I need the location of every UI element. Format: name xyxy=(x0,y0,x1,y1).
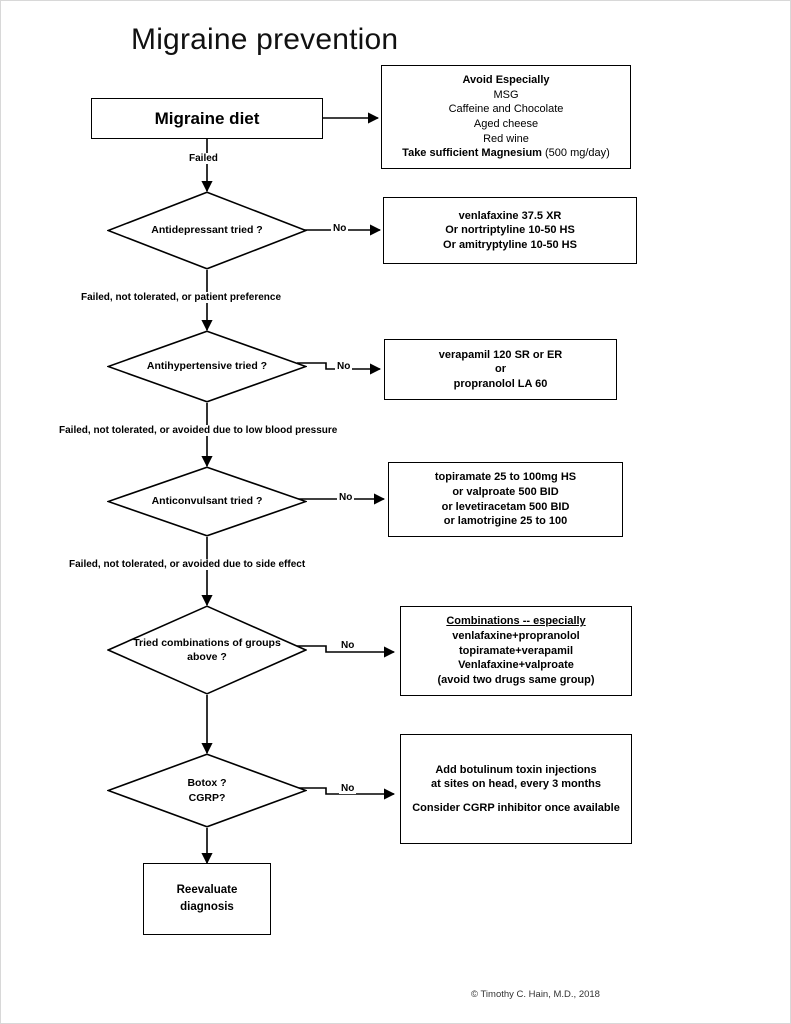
panel-line-magnesium-dose: (500 mg/day) xyxy=(541,147,610,160)
panel-line: Or nortriptyline 10-50 HS xyxy=(445,224,575,237)
panel-combination-drugs: Combinations -- especially venlafaxine+p… xyxy=(400,606,632,696)
edge-label-after-diet: Failed xyxy=(187,153,220,164)
panel-line: at sites on head, every 3 months xyxy=(431,778,601,791)
panel-line: Add botulinum toxin injections xyxy=(435,763,597,776)
panel-line: venlafaxine+propranolol xyxy=(452,630,580,643)
panel-line: Caffeine and Chocolate xyxy=(448,103,564,116)
panel-diet-advice: Avoid Especially MSG Caffeine and Chocol… xyxy=(381,65,631,169)
decision-anticonvulsant[interactable]: Anticonvulsant tried ? xyxy=(107,466,307,537)
panel-line: Consider CGRP inhibitor once available xyxy=(412,801,620,814)
panel-line-magnesium: Take sufficient Magnesium (500 mg/day) xyxy=(382,146,630,161)
copyright-notice: © Timothy C. Hain, M.D., 2018 xyxy=(471,989,600,1000)
panel-line: propranolol LA 60 xyxy=(453,377,548,390)
panel-line: Aged cheese xyxy=(473,118,539,130)
page-title: Migraine prevention xyxy=(131,23,399,56)
panel-line: Red wine xyxy=(483,132,529,145)
branch-label-no-botox: No xyxy=(339,783,357,794)
branch-label-no-anticonvulsant: No xyxy=(337,492,355,503)
panel-line: Avoid Especially xyxy=(462,74,550,87)
edge-label-after-antidepressant: Failed, not tolerated, or patient prefer… xyxy=(79,292,284,303)
panel-line: topiramate+verapamil xyxy=(458,644,574,657)
panel-line: MSG xyxy=(493,88,519,101)
panel-line-magnesium-bold: Take sufficient Magnesium xyxy=(402,147,542,160)
branch-label-no-combinations: No xyxy=(339,640,357,651)
panel-line: venlafaxine 37.5 XR xyxy=(458,209,562,222)
decision-botox-cgrp[interactable]: Botox ? CGRP? xyxy=(107,753,307,828)
decision-combinations[interactable]: Tried combinations of groups above ? xyxy=(107,605,307,695)
edge-label-after-antihypertensive: Failed, not tolerated, or avoided due to… xyxy=(57,425,340,436)
edge-label-after-anticonvulsant: Failed, not tolerated, or avoided due to… xyxy=(67,559,308,570)
panel-line: topiramate 25 to 100mg HS xyxy=(434,471,577,484)
panel-line: Venlafaxine+valproate xyxy=(458,659,574,672)
decision-antihypertensive[interactable]: Antihypertensive tried ? xyxy=(107,330,307,403)
start-node-label: Migraine diet xyxy=(154,108,260,128)
end-node-line1: Reevaluate xyxy=(176,884,238,897)
panel-line: or lamotrigine 25 to 100 xyxy=(443,515,568,528)
panel-antidepressant-drugs: venlafaxine 37.5 XR Or nortriptyline 10-… xyxy=(383,197,637,264)
panel-antihypertensive-drugs: verapamil 120 SR or ER or propranolol LA… xyxy=(384,339,617,400)
panel-line: or valproate 500 BID xyxy=(452,485,559,498)
panel-line-heading: Combinations -- especially xyxy=(446,615,586,628)
start-node-migraine-diet[interactable]: Migraine diet xyxy=(91,98,323,139)
panel-line: Or amitryptyline 10-50 HS xyxy=(443,238,577,251)
panel-line: or xyxy=(495,363,506,376)
panel-botox-treatment: Add botulinum toxin injections at sites … xyxy=(400,734,632,844)
panel-anticonvulsant-drugs: topiramate 25 to 100mg HS or valproate 5… xyxy=(388,462,623,537)
panel-line: verapamil 120 SR or ER xyxy=(438,348,563,361)
panel-line-spacer xyxy=(401,792,631,801)
end-node-line2: diagnosis xyxy=(180,901,234,913)
decision-antidepressant[interactable]: Antidepressant tried ? xyxy=(107,191,307,270)
panel-line: (avoid two drugs same group) xyxy=(437,673,595,686)
panel-line: or levetiracetam 500 BID xyxy=(441,500,570,513)
end-node-reevaluate-diagnosis[interactable]: Reevaluate diagnosis xyxy=(143,863,271,935)
branch-label-no-antihypertensive: No xyxy=(335,361,353,372)
branch-label-no-antidepressant: No xyxy=(331,223,349,234)
